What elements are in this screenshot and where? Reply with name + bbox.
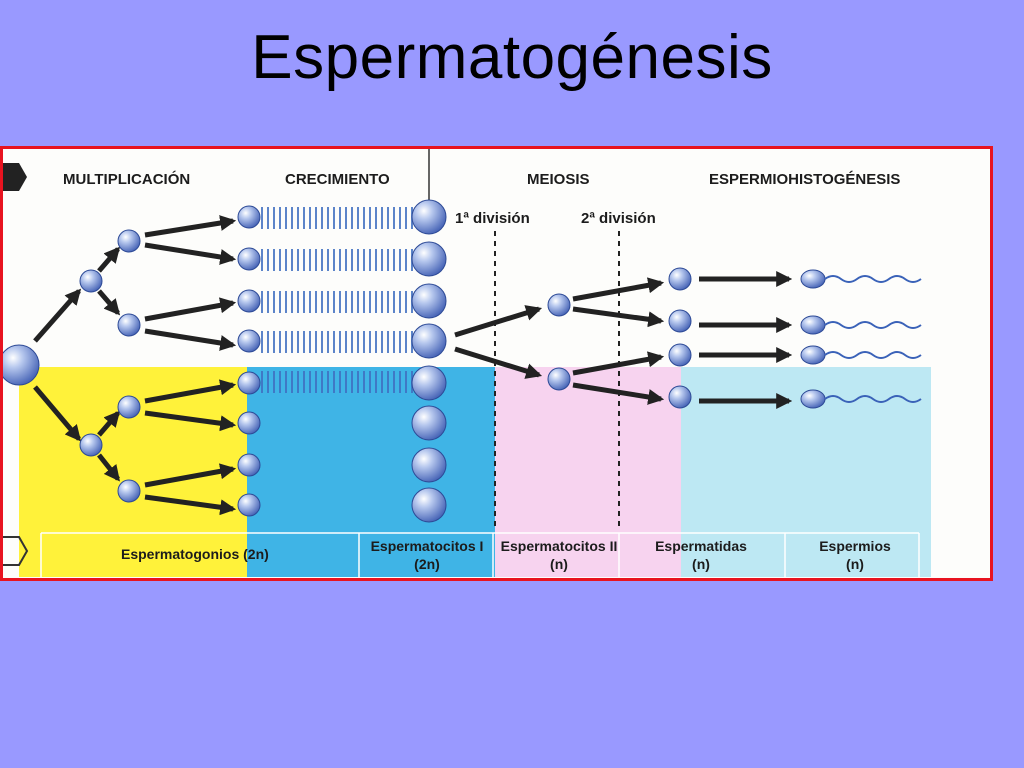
spermatid bbox=[668, 267, 692, 291]
cell-type-table bbox=[40, 532, 920, 577]
spermatogonium bbox=[117, 395, 141, 419]
growth-hatching bbox=[261, 207, 413, 393]
growing-cell bbox=[237, 453, 261, 477]
second-division-label: 2ª división bbox=[581, 210, 656, 227]
phase-spermiohistogenesis-label: ESPERMIOHISTOGÉNESIS bbox=[709, 171, 900, 188]
growing-cell bbox=[237, 247, 261, 271]
slide-title: Espermatogénesis bbox=[251, 23, 773, 92]
spermatozoon bbox=[800, 345, 922, 365]
spermatogonium bbox=[117, 313, 141, 337]
spermatozoon bbox=[800, 269, 922, 289]
secondary-spermatocyte bbox=[547, 293, 571, 317]
primary-spermatocyte bbox=[411, 487, 447, 523]
stem-cell bbox=[3, 344, 40, 386]
spermatids-label: Espermatidas bbox=[655, 538, 747, 554]
spermatid bbox=[668, 309, 692, 333]
phase-growth-label: CRECIMIENTO bbox=[285, 171, 390, 188]
spermatozoon bbox=[800, 389, 922, 409]
growing-cell bbox=[237, 289, 261, 313]
section-marker-top bbox=[3, 163, 27, 191]
spermatogonium bbox=[117, 479, 141, 503]
section-marker-bottom bbox=[3, 536, 29, 566]
spermatids-ploidy: (n) bbox=[692, 556, 710, 572]
primary-spermatocyte bbox=[411, 447, 447, 483]
secondary-spermatocytes-ploidy: (n) bbox=[550, 556, 568, 572]
primary-spermatocyte bbox=[411, 241, 447, 277]
spermatogonium bbox=[79, 433, 103, 457]
primary-spermatocytes-label: Espermatocitos I bbox=[371, 538, 484, 554]
spermatogonium bbox=[117, 229, 141, 253]
primary-spermatocyte bbox=[411, 323, 447, 359]
primary-spermatocyte bbox=[411, 405, 447, 441]
spermatogonium bbox=[79, 269, 103, 293]
spermiohistogenesis-arrows bbox=[699, 270, 793, 410]
growing-cell bbox=[237, 493, 261, 517]
spermatozoa-label: Espermios bbox=[819, 538, 891, 554]
phase-meiosis-label: MEIOSIS bbox=[527, 171, 590, 188]
spermatozoon bbox=[800, 315, 922, 335]
spermatid bbox=[668, 343, 692, 367]
growing-cell bbox=[237, 329, 261, 353]
spermatogenesis-diagram: MULTIPLICACIÓN CRECIMIENTO MEIOSIS ESPER… bbox=[0, 146, 993, 581]
multiplication-arrows bbox=[33, 215, 237, 516]
spermatid bbox=[668, 385, 692, 409]
secondary-spermatocyte bbox=[547, 367, 571, 391]
first-division-label: 1ª división bbox=[455, 210, 530, 227]
spermatozoa-ploidy: (n) bbox=[846, 556, 864, 572]
spermatogonia-label: Espermatogonios (2n) bbox=[121, 546, 269, 562]
meiosis-arrows bbox=[454, 277, 665, 405]
growth-zone bbox=[247, 367, 495, 577]
primary-spermatocyte bbox=[411, 365, 447, 401]
growing-cell bbox=[237, 371, 261, 395]
growing-cell bbox=[237, 411, 261, 435]
spermatozoa bbox=[800, 269, 922, 409]
primary-spermatocyte bbox=[411, 199, 447, 235]
primary-spermatocyte bbox=[411, 283, 447, 319]
secondary-spermatocytes-label: Espermatocitos II bbox=[501, 538, 618, 554]
growing-cell bbox=[237, 205, 261, 229]
phase-multiplication-label: MULTIPLICACIÓN bbox=[63, 170, 190, 188]
cells bbox=[3, 199, 692, 523]
primary-spermatocytes-ploidy: (2n) bbox=[414, 556, 440, 572]
